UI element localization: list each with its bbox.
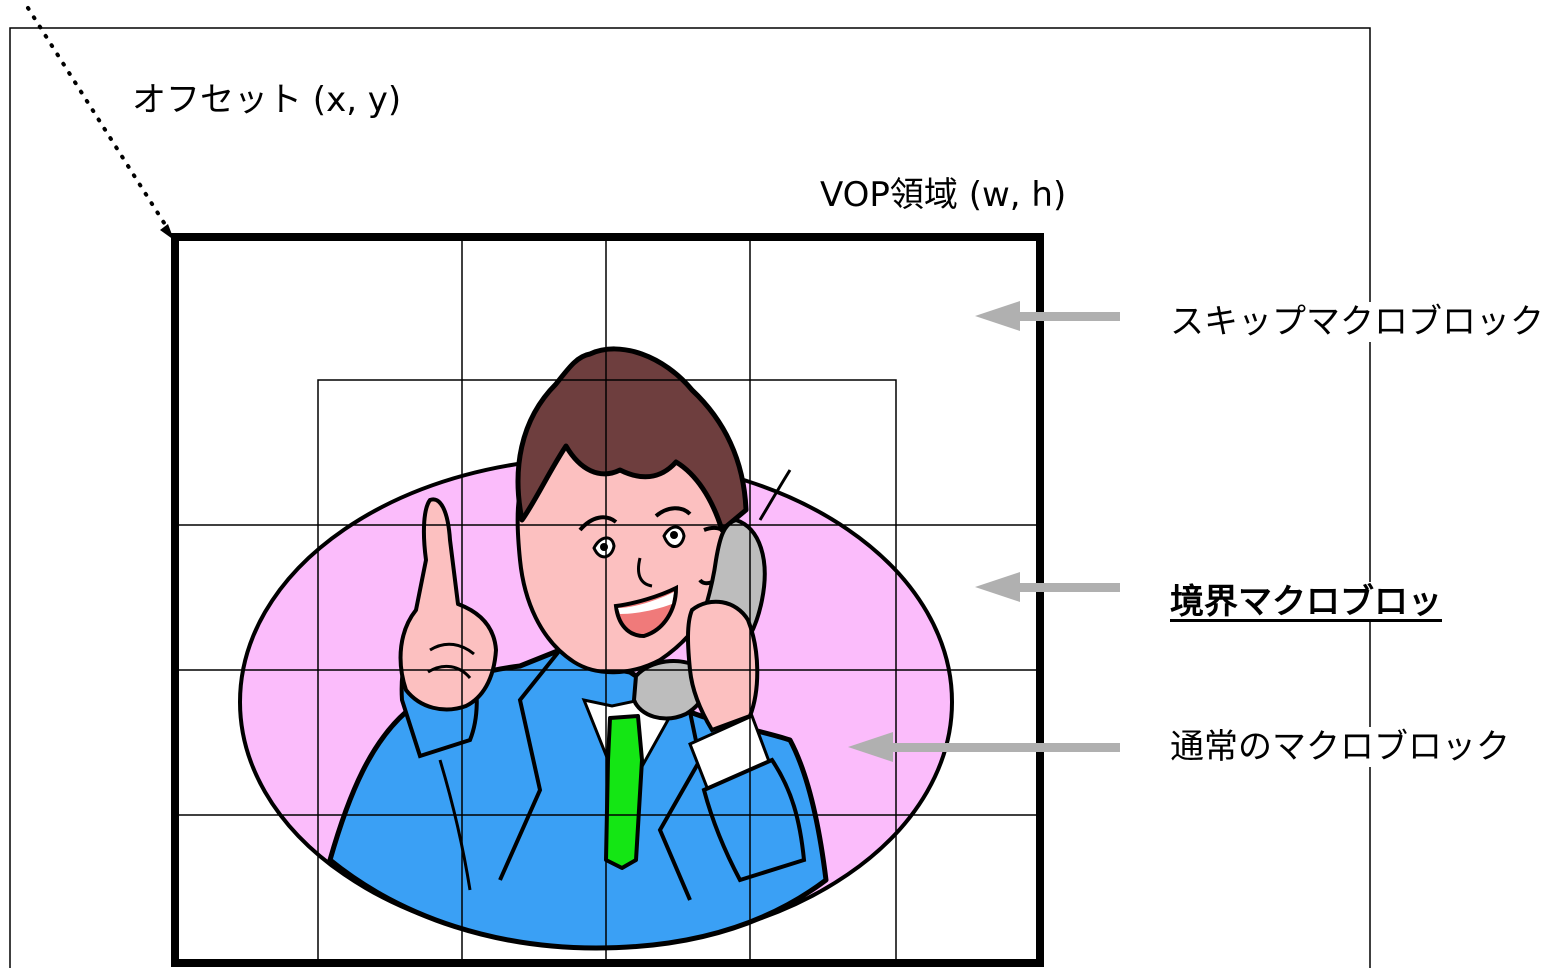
offset-arrow-icon (26, 6, 174, 240)
offset-label: オフセット (x, y) (132, 80, 402, 120)
vop-region-label: VOP領域 (w, h) (820, 175, 1067, 215)
vop-region-border (171, 233, 1044, 967)
boundary-macroblock-label: 境界マクロブロッ (1170, 582, 1446, 622)
skip-arrow-icon (975, 301, 1120, 331)
necktie (604, 714, 644, 870)
businessman-clipart (238, 346, 954, 951)
macroblock-grid (175, 237, 1040, 964)
pointing-hand (398, 497, 498, 712)
boundary-arrow-icon (975, 572, 1120, 602)
normal-macroblock-label: 通常のマクロブロック (1170, 727, 1514, 767)
skip-macroblock-label: スキップマクロブロック (1170, 302, 1548, 342)
normal-arrow-icon (848, 732, 1120, 762)
